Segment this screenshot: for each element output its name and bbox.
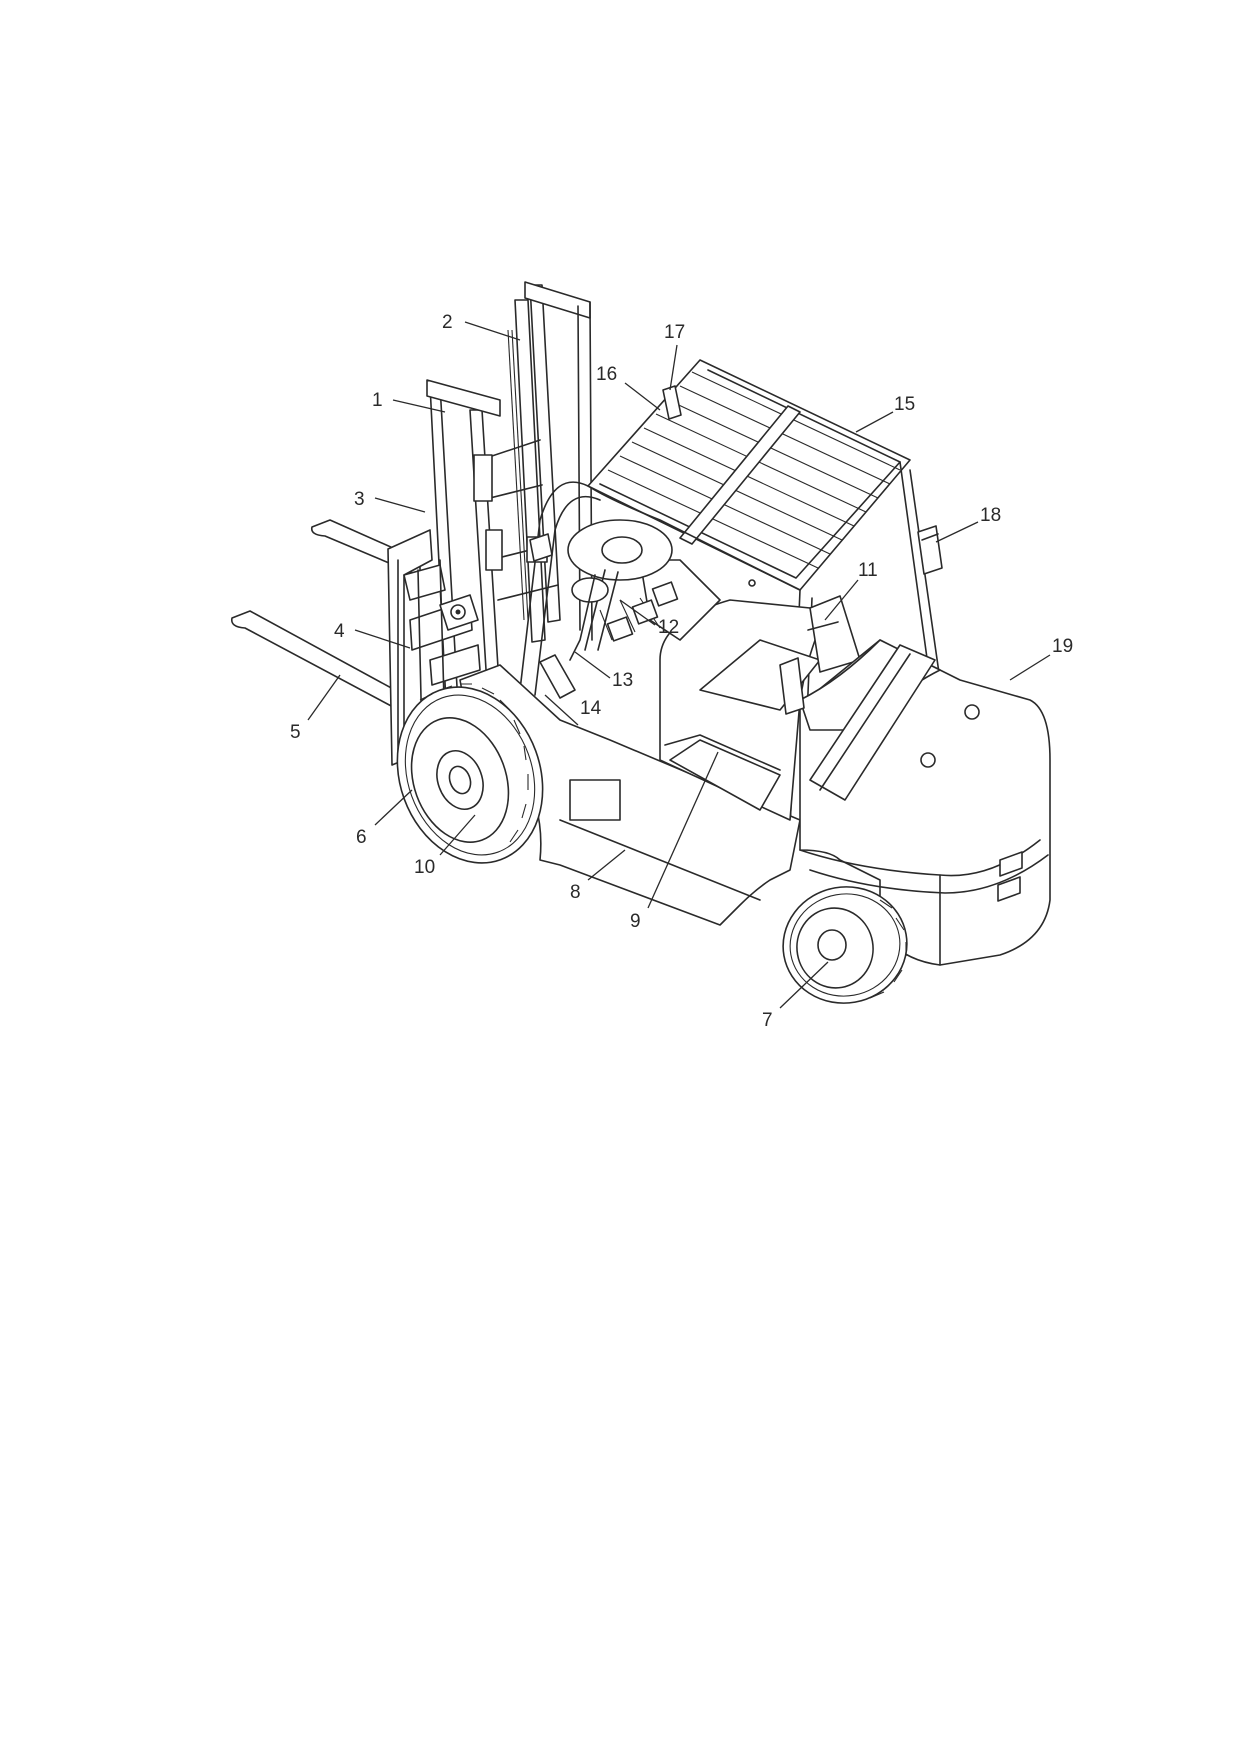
callout-7: 7 [762, 1010, 773, 1031]
leader-18 [935, 521, 979, 543]
callout-labels: 1 2 3 4 5 6 7 8 9 10 11 12 13 14 15 16 1… [290, 312, 1073, 1031]
leader-8 [587, 849, 626, 881]
leader-2 [464, 321, 521, 341]
callout-14: 14 [580, 698, 602, 719]
front-wheel [396, 683, 544, 864]
carriage [387, 529, 481, 766]
leader-4 [354, 629, 411, 649]
leader-10 [439, 814, 476, 856]
callout-19: 19 [1052, 636, 1073, 657]
leader-6 [374, 789, 413, 826]
callout-6: 6 [356, 827, 367, 848]
leader-5 [307, 674, 341, 721]
callout-13: 13 [612, 670, 633, 691]
leader-16 [624, 382, 661, 411]
leader-lines [307, 321, 1051, 1009]
callout-3: 3 [354, 489, 365, 510]
leader-13 [574, 651, 611, 679]
callout-8: 8 [570, 882, 581, 903]
callout-16: 16 [596, 364, 617, 385]
leader-17 [669, 344, 678, 391]
callout-5: 5 [290, 722, 301, 743]
leader-3 [374, 497, 426, 513]
leader-11 [824, 579, 859, 621]
callout-9: 9 [630, 911, 641, 932]
leader-15 [855, 411, 894, 433]
body [459, 559, 1051, 966]
leader-9 [647, 751, 719, 909]
callout-10: 10 [414, 857, 435, 878]
callout-11: 11 [858, 560, 878, 581]
mast [426, 281, 593, 743]
callout-4: 4 [334, 621, 345, 642]
callout-18: 18 [980, 505, 1001, 526]
leader-12 [619, 599, 656, 626]
leader-14 [544, 694, 579, 726]
leader-1 [392, 399, 446, 413]
rear-wheel [782, 886, 908, 1004]
leader-19 [1009, 654, 1051, 681]
callout-15: 15 [894, 394, 915, 415]
leader-7 [779, 961, 829, 1009]
controls [539, 519, 679, 699]
callout-1: 1 [372, 390, 383, 411]
callout-2: 2 [442, 312, 453, 333]
callout-12: 12 [658, 617, 679, 638]
callout-17: 17 [664, 322, 685, 343]
